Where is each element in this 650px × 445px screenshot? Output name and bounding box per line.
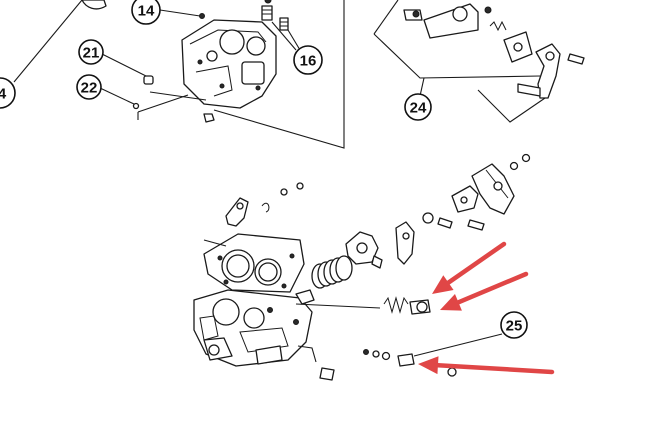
callout-16: 16 bbox=[293, 45, 323, 75]
callout-25: 25 bbox=[413, 311, 528, 357]
part-14-link bbox=[81, 0, 107, 10]
part-21-nut bbox=[101, 53, 154, 85]
svg-text:14: 14 bbox=[138, 3, 155, 20]
lower-carburetor-assembly bbox=[193, 153, 531, 381]
svg-text:22: 22 bbox=[81, 80, 98, 97]
linkage-assembly-24 bbox=[373, 0, 585, 123]
annotation-arrow-2 bbox=[440, 271, 529, 311]
upper-carburetor-body bbox=[137, 0, 345, 149]
callout-22: 22 bbox=[76, 74, 102, 100]
svg-text:24: 24 bbox=[410, 100, 427, 117]
svg-text:21: 21 bbox=[83, 45, 100, 62]
callout-21: 21 bbox=[78, 39, 104, 65]
annotation-arrow-3 bbox=[418, 356, 555, 375]
coil-spring bbox=[311, 255, 353, 289]
mixture-screw-assembly bbox=[363, 349, 457, 377]
idle-adjust-screw-assembly bbox=[383, 296, 431, 315]
callout-14: 14 bbox=[131, 0, 161, 25]
part-16-screws bbox=[261, 0, 301, 51]
callout-24: 24 bbox=[404, 77, 432, 121]
annotation-arrows bbox=[418, 241, 555, 375]
annotation-arrow-1 bbox=[432, 241, 507, 294]
svg-text:25: 25 bbox=[506, 318, 523, 335]
svg-text:16: 16 bbox=[300, 53, 317, 70]
svg-text:4: 4 bbox=[0, 86, 7, 103]
callout-4: 4 bbox=[0, 0, 83, 109]
part-22-pin bbox=[99, 87, 140, 110]
